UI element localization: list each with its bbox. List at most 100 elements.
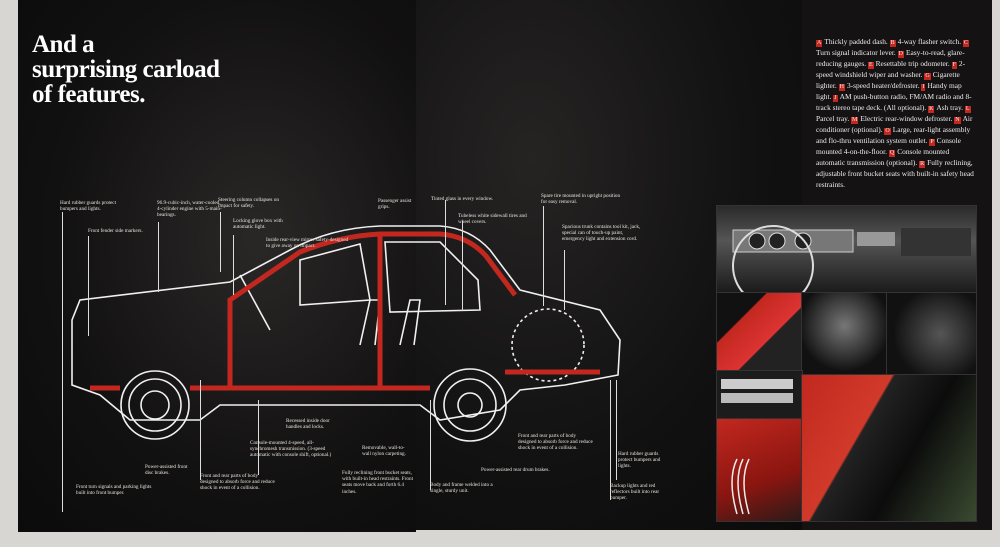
feature-key: J xyxy=(833,95,838,102)
photo-switch-panel xyxy=(716,370,803,420)
feature-item: C Turn signal indicator lever. xyxy=(816,37,971,57)
leader-line xyxy=(88,236,89,336)
leader-line xyxy=(610,380,611,500)
feature-key: K xyxy=(928,106,935,113)
feature-key: C xyxy=(962,40,969,47)
callout: Front turn signals and parking lights bu… xyxy=(76,484,152,497)
feature-key: I xyxy=(921,84,926,91)
leader-line xyxy=(258,400,259,475)
callout: Power-assisted rear drum brakes. xyxy=(481,467,550,473)
feature-key: E xyxy=(867,62,874,69)
callout: Hard rubber guards protect bumpers and l… xyxy=(618,451,661,470)
callout: Passenger assist grips. xyxy=(378,198,412,211)
photo-dashboard xyxy=(716,205,977,294)
feature-key: R xyxy=(919,161,926,168)
callout: Front and rear parts of body designed to… xyxy=(518,433,593,452)
callout: Recessed inside door handles and locks. xyxy=(286,418,330,431)
callout: Fully reclining front bucket seats, with… xyxy=(342,470,414,495)
feature-text: Console mounted automatic transmission (… xyxy=(816,147,950,167)
feature-text: AM push-button radio, FM/AM radio and 8-… xyxy=(816,92,972,112)
feature-key: Q xyxy=(888,150,896,157)
feature-text: 3-speed heater/defroster. xyxy=(846,81,920,90)
callout: Tinted glass in every window. xyxy=(431,196,494,202)
feature-key: G xyxy=(924,73,931,80)
leader-line xyxy=(62,212,63,512)
callout: Hard rubber guards protect bumpers and l… xyxy=(60,200,117,213)
callout: Backup lights and red reflectors built i… xyxy=(610,483,660,502)
feature-key: F xyxy=(951,62,957,69)
feature-key: D xyxy=(897,51,904,58)
leader-line xyxy=(220,212,221,272)
feature-text: Thickly padded dash. xyxy=(824,37,888,46)
leader-line xyxy=(616,380,617,480)
feature-text: Handy map light. xyxy=(816,81,962,101)
title-line: of features. xyxy=(32,81,145,108)
feature-item: L Parcel tray. xyxy=(816,103,973,123)
feature-text: Large, rear-light assembly and flo-thru … xyxy=(816,125,971,145)
callout: Inside rear-view mirror safety-designed … xyxy=(266,237,349,250)
feature-text: Console mounted 4-on-the-floor. xyxy=(816,136,961,156)
feature-key: L xyxy=(964,106,971,113)
feature-key: N xyxy=(954,117,961,124)
feature-key: H xyxy=(838,84,845,91)
callout: Front fender side markers. xyxy=(88,228,143,234)
feature-text: Cigarette lighter. xyxy=(816,70,960,90)
leader-line xyxy=(233,235,234,295)
feature-text: 4-way flasher switch. xyxy=(897,37,962,46)
callout: Front and rear parts of body designed to… xyxy=(200,473,275,492)
feature-text: 2-speed windshield wiper and washer. xyxy=(816,59,966,79)
photo-console xyxy=(886,292,977,376)
feature-text: Resettable trip odometer. xyxy=(875,59,950,68)
callout: Removable, wall-to-wall nylon carpeting. xyxy=(362,445,406,458)
feature-key: M xyxy=(851,117,859,124)
feature-key: O xyxy=(884,128,891,135)
callout: Power-assisted front disc brakes. xyxy=(145,464,188,477)
leader-line xyxy=(462,221,463,311)
leader-line xyxy=(158,222,159,292)
callout: Spare tire mounted in upright position f… xyxy=(541,193,621,206)
callout: Console-mounted 4-speed, all-synchromesh… xyxy=(250,440,332,459)
feature-key: B xyxy=(889,40,896,47)
callout: 96.9-cubic-inch, water-cooled, 4-cylinde… xyxy=(157,200,222,219)
title-line: surprising carload xyxy=(32,56,220,83)
leader-line xyxy=(430,400,431,490)
photo-red-door xyxy=(716,292,803,372)
feature-text: Electric rear-window defroster. xyxy=(860,114,953,123)
callout: Steering column collapses on impact for … xyxy=(218,197,279,210)
feature-key: P xyxy=(929,139,935,146)
page-title: And a surprising carload of features. xyxy=(32,32,220,107)
feature-text: Easy-to-read, glare-reducing gauges. xyxy=(816,48,965,68)
feature-text: Turn signal indicator lever. xyxy=(816,48,896,57)
leader-line xyxy=(564,250,565,310)
feature-key: A xyxy=(816,40,823,47)
photo-rear-light xyxy=(716,418,803,522)
feature-text: Fully reclining, adjustable front bucket… xyxy=(816,158,974,189)
callout: Spacious trunk contains tool kit, jack, … xyxy=(562,224,641,243)
feature-text: Ash tray. xyxy=(936,103,964,112)
leader-line xyxy=(445,200,446,305)
feature-text: Air conditioner (optional). xyxy=(816,114,973,134)
photo-interior xyxy=(801,374,977,522)
callout: Tubeless white sidewall tires and wheel … xyxy=(458,213,527,226)
feature-text: Parcel tray. xyxy=(816,114,850,123)
photo-shifter xyxy=(801,292,888,376)
callout: Body and frame welded into a single, stu… xyxy=(430,482,493,495)
left-page xyxy=(18,0,416,532)
